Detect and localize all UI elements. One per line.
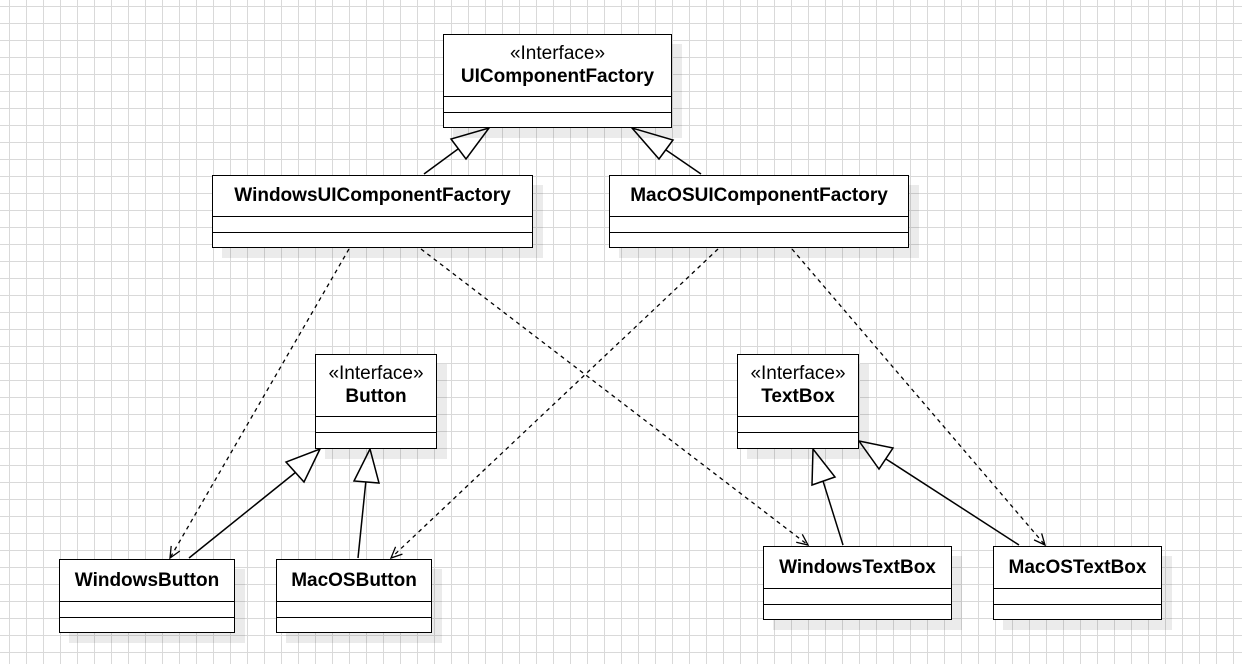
class-name: Button: [345, 385, 407, 407]
operations-compartment: [277, 618, 431, 632]
attributes-compartment: [994, 589, 1161, 605]
dependency-windows-factory-to-windows-textbox: [420, 248, 810, 546]
attributes-compartment: [277, 602, 431, 618]
class-windows-ui-component-factory[interactable]: WindowsUIComponentFactory: [212, 175, 533, 248]
attributes-compartment: [213, 217, 532, 233]
dependency-macos-factory-to-macos-button: [389, 248, 719, 560]
realization-windows-button-to-button: [188, 447, 322, 559]
class-macos-ui-component-factory[interactable]: MacOSUIComponentFactory: [609, 175, 909, 248]
realization-macos-factory-to-ui-factory: [629, 126, 702, 175]
attributes-compartment: [60, 602, 234, 618]
attributes-compartment: [316, 417, 436, 433]
dependency-macos-factory-to-macos-textbox: [791, 248, 1047, 547]
operations-compartment: [213, 233, 532, 247]
class-name: TextBox: [761, 385, 835, 407]
operations-compartment: [60, 618, 234, 632]
operations-compartment: [610, 233, 908, 247]
class-name: WindowsUIComponentFactory: [234, 185, 511, 206]
attributes-compartment: [764, 589, 951, 605]
class-name: MacOSButton: [291, 569, 417, 591]
operations-compartment: [994, 605, 1161, 619]
class-name: UIComponentFactory: [460, 65, 655, 87]
realization-windows-textbox-to-textbox: [811, 446, 844, 546]
realization-windows-factory-to-ui-factory: [423, 126, 491, 175]
attributes-compartment: [444, 97, 671, 113]
class-windows-button[interactable]: WindowsButton: [59, 559, 235, 633]
class-button[interactable]: «Interface» Button: [315, 354, 437, 449]
class-name: MacOSUIComponentFactory: [630, 185, 888, 206]
class-name: WindowsButton: [74, 569, 220, 591]
class-name: WindowsTextBox: [779, 556, 936, 578]
operations-compartment: [444, 113, 671, 127]
dependency-windows-factory-to-windows-button: [169, 248, 350, 560]
class-textbox[interactable]: «Interface» TextBox: [737, 354, 859, 449]
realization-macos-button-to-button: [352, 446, 380, 559]
class-windows-textbox[interactable]: WindowsTextBox: [763, 546, 952, 620]
class-ui-component-factory[interactable]: «Interface» UIComponentFactory: [443, 34, 672, 128]
operations-compartment: [764, 605, 951, 619]
stereotype-label: «Interface»: [509, 42, 606, 64]
attributes-compartment: [610, 217, 908, 233]
attributes-compartment: [738, 417, 858, 433]
operations-compartment: [738, 433, 858, 448]
realization-macos-textbox-to-textbox: [857, 439, 1020, 546]
class-macos-textbox[interactable]: MacOSTextBox: [993, 546, 1162, 620]
operations-compartment: [316, 433, 436, 448]
stereotype-label: «Interface»: [328, 362, 424, 384]
class-name: MacOSTextBox: [1008, 556, 1147, 578]
stereotype-label: «Interface»: [750, 362, 846, 384]
class-macos-button[interactable]: MacOSButton: [276, 559, 432, 633]
